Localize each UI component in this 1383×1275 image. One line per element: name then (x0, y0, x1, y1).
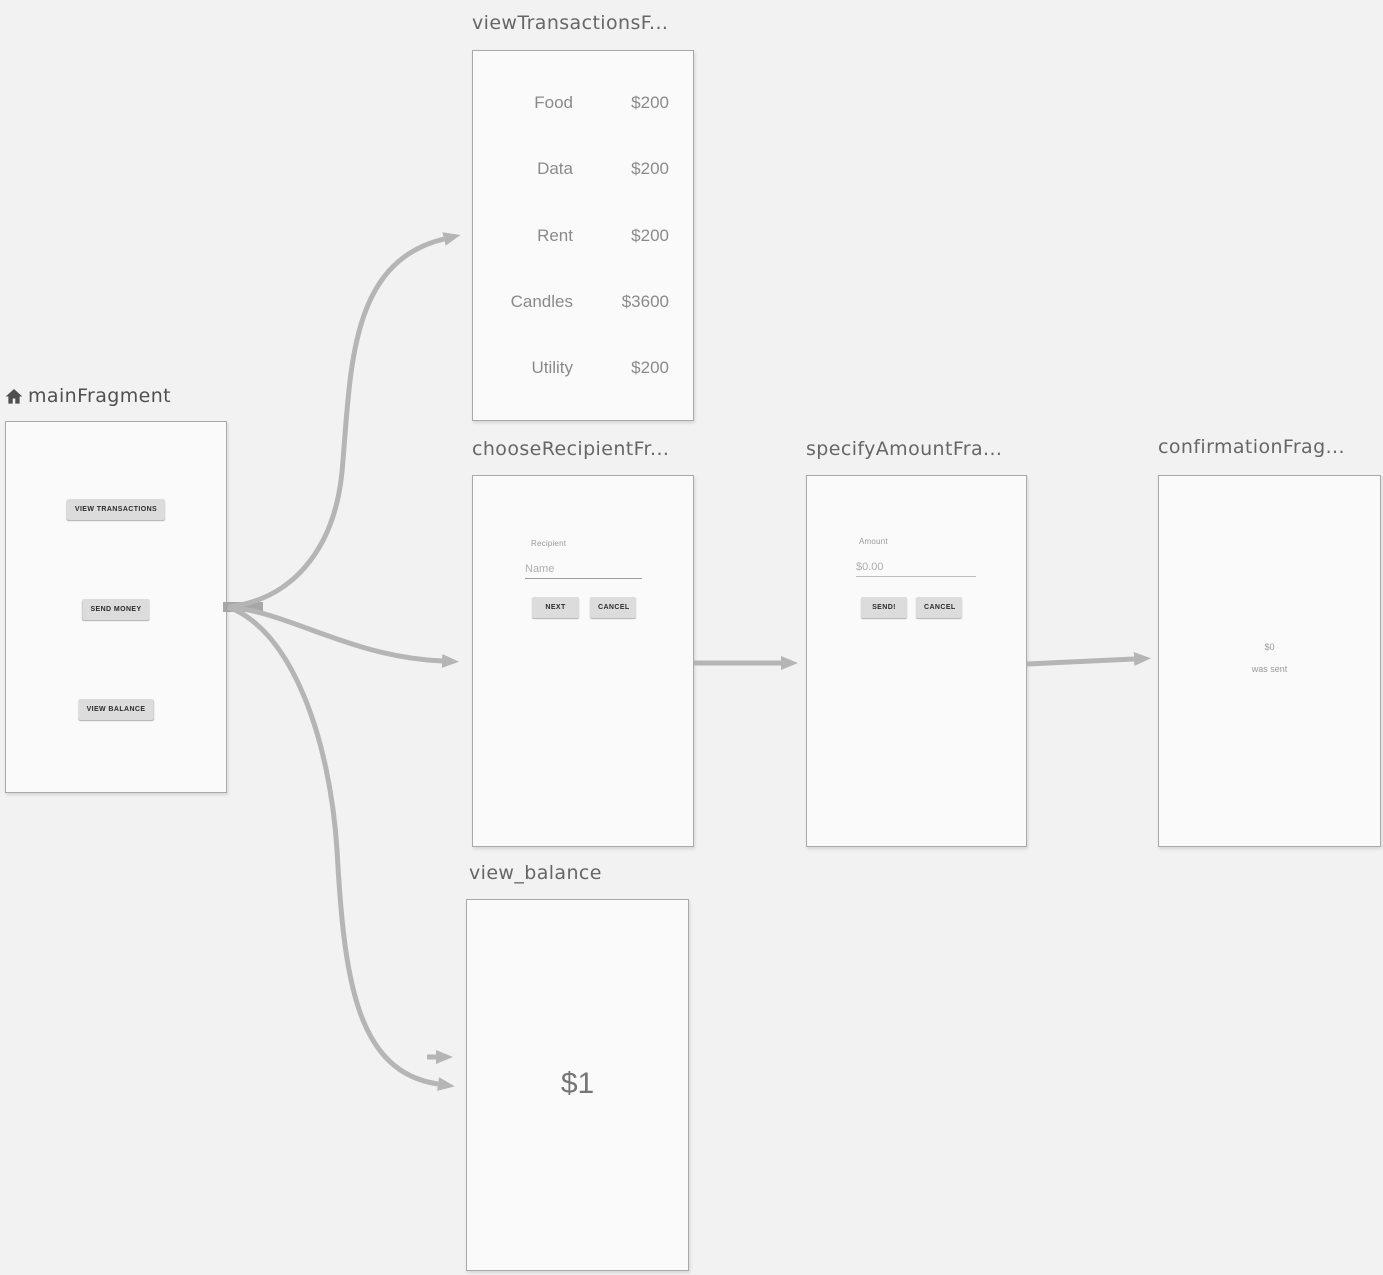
action-arrow-main-to-view-transactions[interactable] (227, 232, 461, 610)
fragment-card-confirmation[interactable]: $0 was sent (1158, 475, 1381, 847)
transaction-row: Candles $3600 (473, 292, 669, 312)
fragment-card-specify-amount[interactable]: Amount $0.00 SEND! CANCEL (806, 475, 1027, 847)
transaction-amount: $3600 (621, 292, 669, 311)
fragment-card-main[interactable]: VIEW TRANSACTIONS SEND MONEY VIEW BALANC… (5, 421, 227, 793)
transaction-row: Food $200 (473, 93, 669, 113)
fragment-title-confirmation: confirmationFrag... (1158, 436, 1345, 458)
recipient-field-label: Recipient (531, 539, 567, 548)
fragment-title-view-transactions: viewTransactionsF... (472, 12, 669, 34)
fragment-card-view-balance[interactable]: $1 (466, 899, 689, 1271)
fragment-title-choose-recipient: chooseRecipientFr... (472, 438, 670, 460)
transaction-label: Rent (537, 226, 573, 245)
transaction-label: Utility (531, 358, 573, 377)
transaction-amount: $200 (631, 226, 669, 245)
preview-view-transactions-button: VIEW TRANSACTIONS (66, 499, 166, 520)
preview-send-button: SEND! (861, 597, 907, 618)
action-arrow-main-to-choose-recipient[interactable] (227, 604, 459, 668)
fragment-title-view-balance: view_balance (469, 862, 602, 884)
fragment-title-main-label: mainFragment (28, 385, 172, 407)
action-source-handle[interactable] (223, 602, 263, 612)
recipient-name-input: Name (525, 563, 642, 579)
confirmation-message-text: was sent (1251, 664, 1288, 674)
home-icon (4, 387, 24, 406)
transaction-amount: $200 (631, 93, 669, 112)
action-arrow-specify-amount-to-confirmation[interactable] (1026, 652, 1151, 667)
preview-cancel-button: CANCEL (916, 597, 962, 618)
balance-amount-text: $1 (560, 1067, 595, 1100)
transaction-amount: $200 (631, 159, 669, 178)
confirmation-amount-text: $0 (1264, 642, 1275, 652)
preview-next-button: NEXT (532, 597, 579, 618)
transaction-row: Rent $200 (473, 226, 669, 246)
transaction-label: Food (534, 93, 573, 112)
preview-view-balance-button: VIEW BALANCE (78, 699, 154, 720)
preview-cancel-button: CANCEL (590, 597, 636, 618)
transaction-amount: $200 (631, 358, 669, 377)
preview-send-money-button: SEND MONEY (82, 599, 150, 620)
amount-field-label: Amount (859, 537, 888, 546)
fragment-title-main: mainFragment (4, 385, 171, 407)
fragment-title-specify-amount: specifyAmountFra... (806, 438, 1003, 460)
amount-input: $0.00 (856, 561, 976, 577)
fragment-card-view-transactions[interactable]: Food $200 Data $200 Rent $200 Candles $3… (472, 50, 694, 421)
action-arrow-main-to-view-balance[interactable] (227, 604, 455, 1091)
transaction-label: Data (537, 159, 573, 178)
transaction-row: Data $200 (473, 159, 669, 179)
transaction-row: Utility $200 (473, 358, 669, 378)
fragment-card-choose-recipient[interactable]: Recipient Name NEXT CANCEL (472, 475, 694, 847)
transaction-label: Candles (510, 292, 573, 311)
